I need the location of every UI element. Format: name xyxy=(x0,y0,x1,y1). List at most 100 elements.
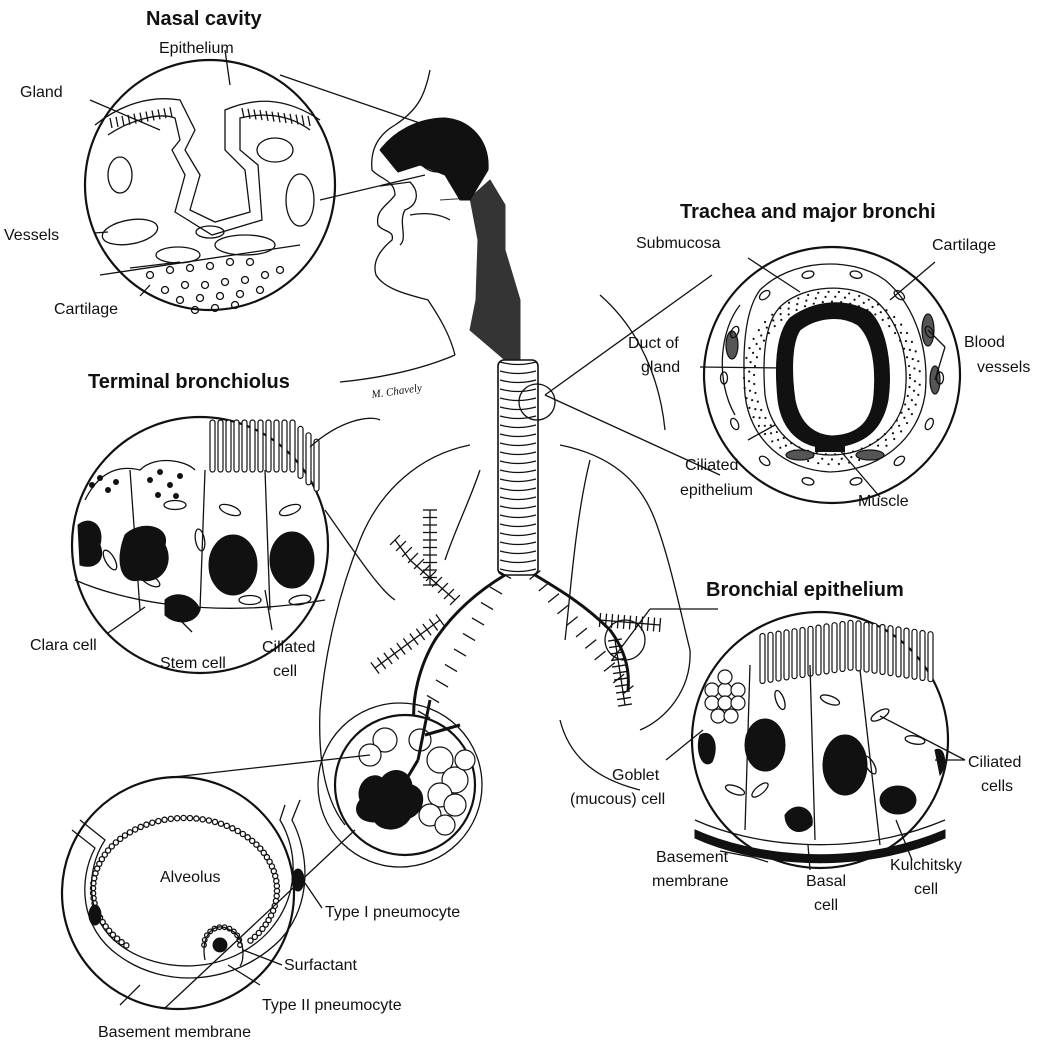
cartilage-stipple xyxy=(915,350,917,352)
cartilage-stipple xyxy=(766,327,768,329)
cartilage-stipple xyxy=(894,332,896,334)
bronchus-ring xyxy=(539,582,550,591)
cartilage-stipple xyxy=(758,425,760,427)
cartilage-stipple xyxy=(917,360,919,362)
cartilage-stipple xyxy=(764,433,766,435)
cartilage-stipple xyxy=(909,374,911,376)
cilium xyxy=(904,628,909,678)
cilium xyxy=(290,420,295,472)
cartilage-stipple xyxy=(871,306,873,308)
cartilage-stipple xyxy=(776,431,778,433)
cartilage-stipple xyxy=(906,332,908,334)
granule xyxy=(167,482,173,488)
cartilage-stipple xyxy=(821,458,823,460)
cilium xyxy=(266,420,271,472)
cartilage-stipple xyxy=(752,338,754,340)
cilium xyxy=(784,630,789,680)
cilium xyxy=(880,625,885,675)
cartilage-stipple xyxy=(903,417,905,419)
bronchial-epithelium-panel xyxy=(605,609,965,870)
cilium xyxy=(896,627,901,677)
cartilage-stipple xyxy=(751,399,753,401)
nasal-passage xyxy=(380,118,520,360)
cartilage-stipple xyxy=(824,296,826,298)
cartilage-stipple xyxy=(915,404,917,406)
bronchus-ring xyxy=(390,535,400,545)
cilium xyxy=(856,621,861,671)
label-epithelium: Epithelium xyxy=(159,40,234,57)
cartilage-stipple xyxy=(779,447,781,449)
granule xyxy=(105,487,111,493)
cartilage-stipple xyxy=(756,343,758,345)
label-blood-vessels-1: Blood xyxy=(964,334,1005,351)
cilium xyxy=(258,420,263,472)
cartilage-stipple xyxy=(758,329,760,331)
cartilage-stipple xyxy=(850,456,852,458)
bronchus-ring xyxy=(371,662,379,673)
cartilage-stipple xyxy=(919,384,921,386)
cilium xyxy=(888,626,893,676)
cilium xyxy=(250,420,255,472)
cartilage-stipple xyxy=(760,334,762,336)
bronchus-ring xyxy=(653,618,654,632)
cartilage-stipple xyxy=(907,395,909,397)
trachea-magnifier xyxy=(704,247,960,503)
cartilage-stipple xyxy=(770,424,772,426)
cartilage-stipple xyxy=(748,380,750,382)
granule xyxy=(97,475,103,481)
label-type1-pneumocyte: Type I pneumocyte xyxy=(325,904,460,921)
bronchus-ring xyxy=(436,614,444,625)
trachea xyxy=(498,360,538,575)
label-basement-membrane-1: Basement xyxy=(656,849,729,866)
cilium xyxy=(840,622,845,672)
cartilage-stipple xyxy=(890,427,892,429)
label-muscle: Muscle xyxy=(858,493,909,510)
cartilage-stipple xyxy=(874,313,876,315)
cartilage-stipple xyxy=(885,445,887,447)
cartilage-stipple xyxy=(807,460,809,462)
label-cartilage-nasal: Cartilage xyxy=(54,301,118,318)
label-ciliated-epithelium-2: epithelium xyxy=(680,482,753,499)
cilium xyxy=(824,624,829,674)
cilium xyxy=(848,620,853,670)
cartilage-stipple xyxy=(788,302,790,304)
cilium xyxy=(832,623,837,673)
cartilage-stipple xyxy=(903,348,905,350)
cartilage-stipple xyxy=(880,311,882,313)
bronchus-ring xyxy=(377,658,385,669)
cilium xyxy=(274,420,279,472)
label-ciliated-cell-1: Ciliated xyxy=(262,639,315,656)
title-trachea: Trachea and major bronchi xyxy=(680,201,936,223)
cartilage-stipple xyxy=(831,458,833,460)
cartilage-stipple xyxy=(831,300,833,302)
cartilage-stipple xyxy=(852,450,854,452)
bronchus-ring xyxy=(599,613,600,627)
cartilage-stipple xyxy=(783,437,785,439)
granule xyxy=(173,493,179,499)
cartilage-stipple xyxy=(887,317,889,319)
head-profile xyxy=(340,70,455,382)
cartilage-stipple xyxy=(906,422,908,424)
cartilage-stipple xyxy=(753,383,755,385)
cartilage-stipple xyxy=(817,292,819,294)
cartilage-stipple xyxy=(844,297,846,299)
cartilage-stipple xyxy=(772,319,774,321)
cartilage-stipple xyxy=(877,439,879,441)
cartilage-stipple xyxy=(858,295,860,297)
cartilage-stipple xyxy=(900,412,902,414)
title-terminal-bronchiolus: Terminal bronchiolus xyxy=(88,371,290,393)
cartilage-stipple xyxy=(913,367,915,369)
cartilage-stipple xyxy=(906,356,908,358)
cartilage-stipple xyxy=(904,403,906,405)
cartilage-stipple xyxy=(743,377,745,379)
cartilage-stipple xyxy=(909,349,911,351)
cartilage-stipple xyxy=(882,319,884,321)
label-kulchitsky-2: cell xyxy=(914,881,938,898)
cartilage-stipple xyxy=(764,321,766,323)
cartilage-stipple xyxy=(896,419,898,421)
cilium xyxy=(218,420,223,472)
cartilage-stipple xyxy=(748,347,750,349)
label-ciliated-epithelium-1: Ciliated xyxy=(685,457,738,474)
cartilage-stipple xyxy=(834,453,836,455)
cartilage-stipple xyxy=(779,307,781,309)
